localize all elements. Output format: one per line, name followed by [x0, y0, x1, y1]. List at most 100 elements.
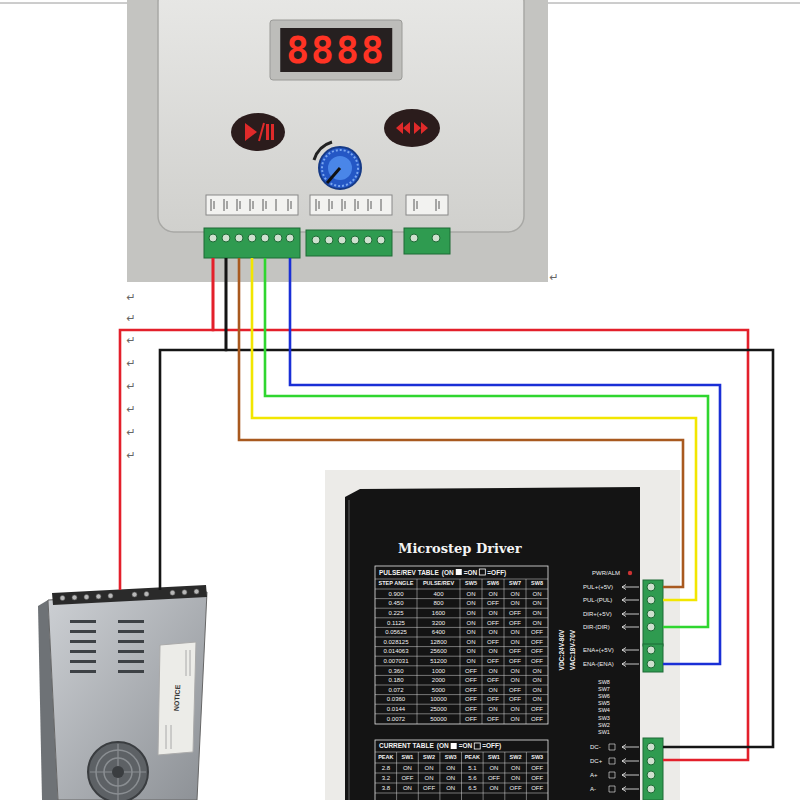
table-cell: OFF: [465, 668, 477, 674]
table-header: STEP ANGLE: [379, 581, 414, 587]
table-header: SW6: [487, 581, 499, 587]
table-title: =ON: [464, 569, 478, 576]
table-title: (ON: [442, 569, 454, 576]
wire: [252, 258, 696, 600]
table-cell: ON: [533, 696, 542, 702]
controller-unit: 8888: [150, 0, 525, 258]
table-header: SW1: [488, 755, 500, 761]
table-cell: ON: [533, 620, 542, 626]
body-edge: [348, 500, 350, 800]
table-cell: ON: [489, 706, 498, 712]
table-cell: OFF: [465, 687, 477, 693]
table-cell: ON: [467, 610, 476, 616]
switch-label: SW7: [598, 687, 610, 693]
fan-guard: [88, 742, 148, 800]
switch-label: SW6: [598, 694, 610, 700]
table-cell: 2.8: [382, 765, 390, 771]
table-cell: ON: [533, 687, 542, 693]
paragraph-mark: ↵: [126, 292, 135, 303]
table-cell: OFF: [465, 706, 477, 712]
table-cell: ON: [489, 668, 498, 674]
table-cell: 6.5: [468, 785, 476, 791]
pause-symbol: [266, 124, 274, 140]
sticker-print: [166, 650, 190, 749]
off-icon: [479, 569, 485, 575]
driver-photo: [325, 470, 680, 800]
table-cell: ON: [467, 620, 476, 626]
table-cell: 12800: [430, 639, 447, 645]
terminal-marking: [406, 195, 448, 215]
table-cell: OFF: [487, 677, 499, 683]
psu-terminal-strip: [52, 585, 207, 605]
switch-label: SW8: [598, 680, 610, 686]
table-cell: 50000: [430, 716, 447, 722]
table-cell: 0.007031: [383, 658, 408, 664]
power-supply: NOTICE: [45, 590, 210, 800]
table-cell: ON: [425, 765, 434, 771]
current-table-grid: [375, 752, 548, 800]
notice-sticker: [158, 642, 196, 755]
table-cell: 1000: [432, 668, 445, 674]
table-cell: OFF: [488, 775, 500, 781]
current-table-frame: [375, 740, 548, 800]
table-title: (ON: [437, 743, 449, 750]
table-cell: ON: [511, 765, 520, 771]
table-cell: 6400: [432, 629, 445, 635]
table-cell: 0.0144: [387, 706, 405, 712]
terminal-label: ENA-(ENA): [583, 661, 614, 667]
table-cell: ON: [467, 591, 476, 597]
on-icon: [451, 743, 457, 749]
fan-grille: [90, 744, 146, 800]
table-cell: 0.360: [388, 668, 403, 674]
table-cell: OFF: [531, 716, 543, 722]
table-cell: ON: [446, 775, 455, 781]
table-cell: ON: [511, 600, 520, 606]
table-cell: ON: [467, 600, 476, 606]
driver-title: Microstep Driver: [398, 542, 522, 555]
table-cell: ON: [511, 716, 520, 722]
knob-pointer: [327, 168, 340, 183]
table-cell: OFF: [487, 600, 499, 606]
knob-ridges: [322, 150, 358, 186]
table-cell: OFF: [465, 716, 477, 722]
table-cell: 400: [433, 591, 443, 597]
pulse-table-grid: [375, 579, 548, 724]
table-title: CURRENT TABLE: [379, 743, 434, 750]
table-cell: OFF: [509, 610, 521, 616]
terminal-label: DC+: [590, 758, 602, 764]
table-cell: OFF: [423, 785, 435, 791]
psu-screws: [60, 589, 199, 600]
voltage-rating: VDC:24V-80V: [559, 630, 566, 671]
table-cell: 0.014063: [383, 648, 408, 654]
table-cell: ON: [533, 610, 542, 616]
terminal-screws: [209, 234, 440, 244]
led-display: 8888: [280, 28, 392, 72]
table-cell: OFF: [487, 620, 499, 626]
table-cell: OFF: [487, 639, 499, 645]
switch-label: SW3: [598, 716, 610, 722]
table-cell: 800: [433, 600, 443, 606]
table-cell: 3200: [432, 620, 445, 626]
switch-label: SW4: [598, 709, 610, 715]
table-cell: OFF: [531, 775, 543, 781]
table-cell: ON: [511, 591, 520, 597]
paragraph-mark: ↵: [126, 381, 135, 392]
table-cell: OFF: [531, 639, 543, 645]
terminal-symbols: [609, 744, 615, 792]
paragraph-mark: ↵: [126, 335, 135, 346]
table-cell: 25600: [430, 648, 447, 654]
table-cell: OFF: [487, 658, 499, 664]
terminal-label: ENA+(+5V): [583, 647, 614, 653]
terminal-label: A-: [590, 786, 596, 792]
table-cell: ON: [511, 629, 520, 635]
terminal-label: PUL+(+5V): [583, 584, 613, 590]
table-cell: ON: [489, 648, 498, 654]
play-button: [231, 113, 285, 151]
slash-symbol: [259, 123, 264, 141]
table-cell: OFF: [487, 716, 499, 722]
terminal-block: [204, 228, 300, 258]
wire: [290, 258, 720, 664]
table-cell: OFF: [401, 775, 413, 781]
terminal-marking: [206, 195, 298, 215]
wire: [160, 258, 226, 590]
